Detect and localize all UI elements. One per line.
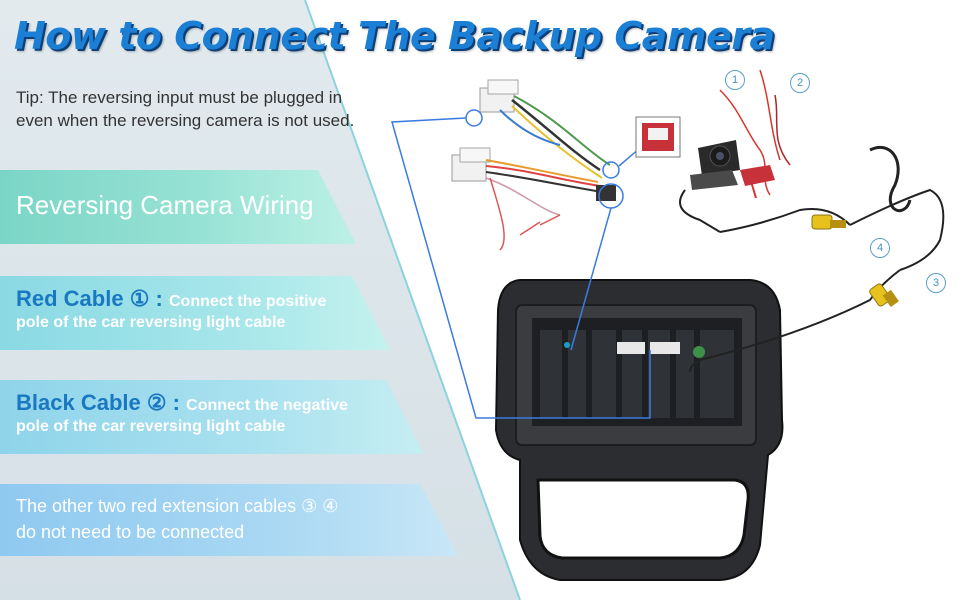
other-cables-line-2: do not need to be connected <box>16 522 245 542</box>
tip-line-2: even when the reversing camera is not us… <box>16 111 355 130</box>
marker-2: 2 <box>790 73 810 93</box>
car-stereo-frame-icon <box>494 279 784 581</box>
black-cable-heading: Black Cable ② : Connect the negative <box>16 390 348 416</box>
camera-icon <box>679 140 740 233</box>
banner-title-text: Reversing Camera Wiring <box>16 190 314 220</box>
red-cable-heading: Red Cable ① : Connect the positive <box>16 286 326 312</box>
other-cables-line-1: The other two red extension cables ③ ④ <box>16 496 339 516</box>
rca-connector-icon <box>811 214 899 308</box>
fuse-clip-icon <box>740 165 775 186</box>
red-cable-desc-1: Connect the positive <box>168 293 327 310</box>
camera-cables <box>689 146 945 373</box>
black-cable-label: Black Cable ② : <box>16 390 181 415</box>
black-cable-desc-2: pole of the car reversing light cable <box>16 418 286 435</box>
banner-black-cable: Black Cable ② : Connect the negative pol… <box>0 380 424 454</box>
marker-1: 1 <box>725 70 745 90</box>
banner-red-cable: Red Cable ① : Connect the positive pole … <box>0 276 390 350</box>
wiring-harness-icon <box>451 79 616 251</box>
red-cable-desc-2: pole of the car reversing light cable <box>16 314 286 331</box>
callout-lines <box>391 109 681 419</box>
marker-3: 3 <box>926 273 946 293</box>
marker-4: 4 <box>870 238 890 258</box>
tip-line-1: Tip: The reversing input must be plugged… <box>16 88 343 107</box>
red-cable-label: Red Cable ① : <box>16 286 163 311</box>
tip-text: Tip: The reversing input must be plugged… <box>16 86 416 132</box>
page-headline: How to Connect The Backup Camera <box>14 14 775 58</box>
banner-other-cables: The other two red extension cables ③ ④ d… <box>0 484 458 556</box>
black-cable-desc-1: Connect the negative <box>186 397 348 414</box>
banner-reversing-camera-wiring: Reversing Camera Wiring <box>0 170 356 244</box>
